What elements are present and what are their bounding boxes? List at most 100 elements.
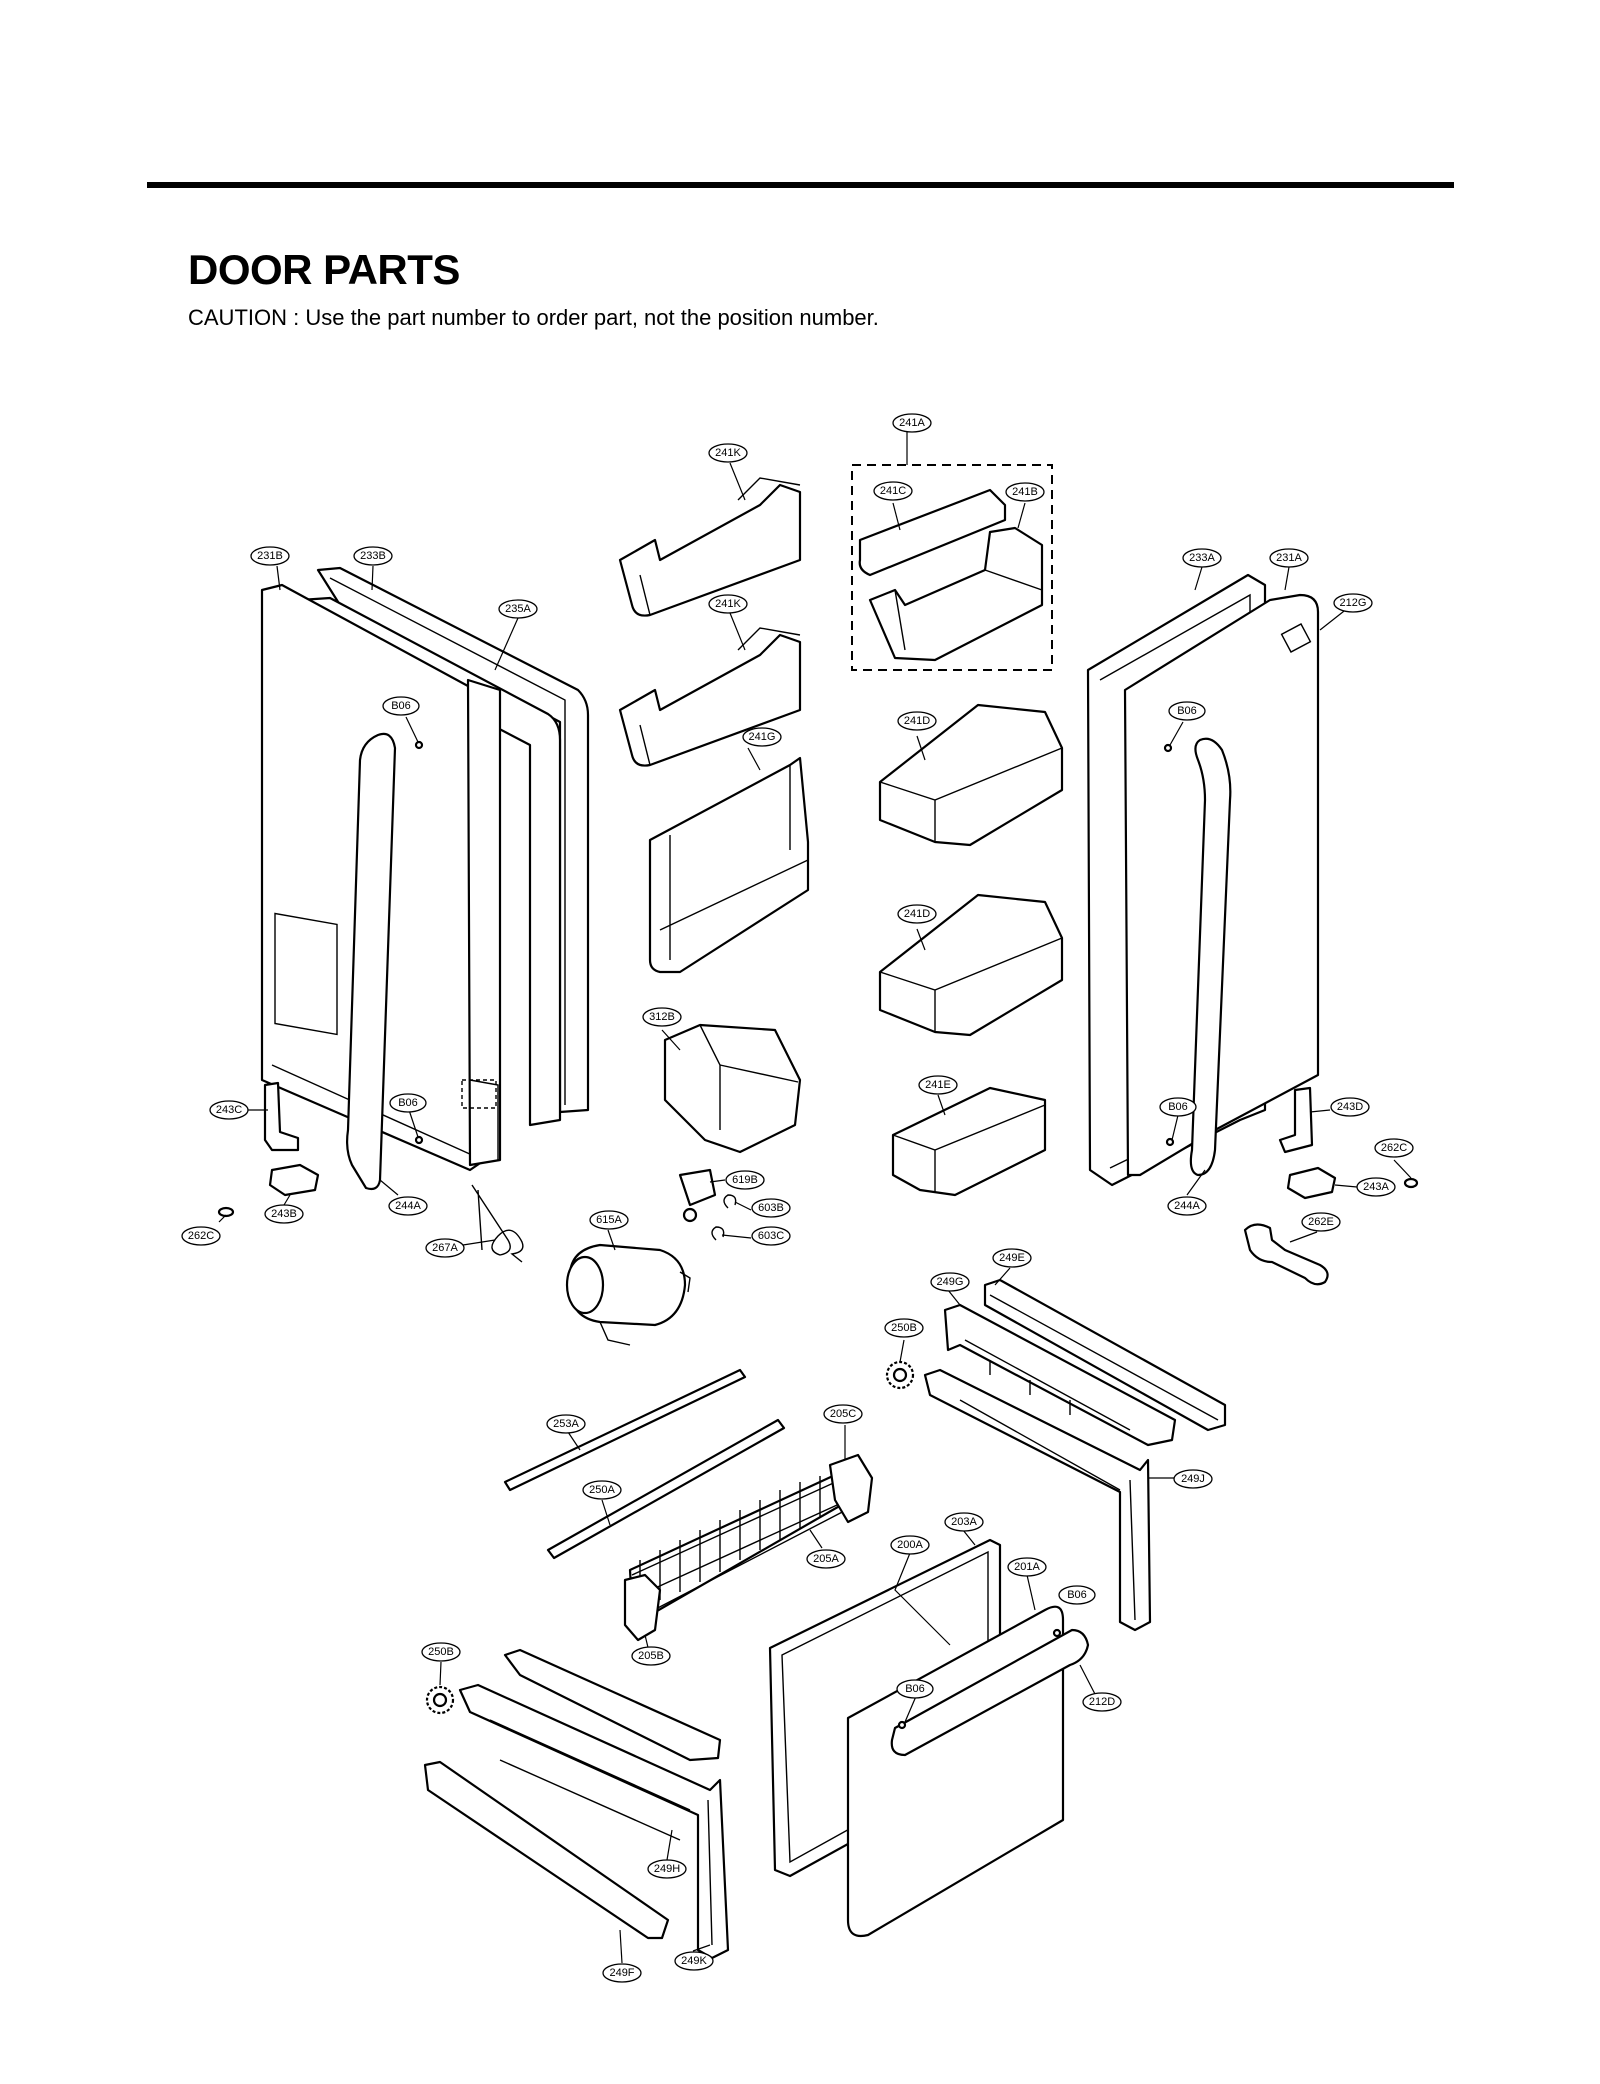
- svg-text:241A: 241A: [899, 417, 925, 429]
- svg-text:244A: 244A: [1174, 1200, 1200, 1212]
- label-b06-l2: B06: [389, 1093, 427, 1113]
- bin-241B: [868, 526, 1044, 662]
- label-253A: 253A: [546, 1414, 586, 1434]
- label-212G: 212G: [1333, 593, 1373, 613]
- gear-250B-top: [885, 1360, 915, 1390]
- svg-text:243D: 243D: [1337, 1101, 1363, 1113]
- svg-text:615A: 615A: [596, 1214, 622, 1226]
- label-b06-r2: B06: [1159, 1097, 1197, 1117]
- label-241G: 241G: [742, 727, 782, 747]
- label-267A: 267A: [425, 1238, 465, 1258]
- drawer-handle-212D: [890, 1628, 1090, 1757]
- label-249K: 249K: [674, 1951, 714, 1971]
- label-244A-right: 244A: [1167, 1196, 1207, 1216]
- svg-text:249G: 249G: [937, 1276, 964, 1288]
- svg-text:241D: 241D: [904, 908, 930, 920]
- label-243A: 243A: [1356, 1177, 1396, 1197]
- left-door-handle-244A: [346, 732, 397, 1191]
- svg-text:262C: 262C: [1381, 1142, 1407, 1154]
- label-262C-right: 262C: [1374, 1138, 1414, 1158]
- svg-text:205B: 205B: [638, 1650, 664, 1662]
- svg-text:249J: 249J: [1181, 1473, 1205, 1485]
- page-title: DOOR PARTS: [188, 246, 460, 293]
- label-262E: 262E: [1301, 1212, 1341, 1232]
- hinge-243D: [1278, 1086, 1314, 1154]
- svg-text:250B: 250B: [891, 1322, 917, 1334]
- svg-text:243A: 243A: [1363, 1181, 1389, 1193]
- door-hinge-flap-235A: [461, 678, 502, 1167]
- bracket-205C: [828, 1453, 874, 1524]
- svg-text:262C: 262C: [188, 1230, 214, 1242]
- svg-text:200A: 200A: [897, 1539, 923, 1551]
- svg-text:262E: 262E: [1308, 1216, 1334, 1228]
- screw-b06-r1: [1163, 743, 1173, 753]
- hinge-243C: [263, 1081, 300, 1152]
- svg-text:241E: 241E: [925, 1079, 951, 1091]
- label-250B-top: 250B: [884, 1318, 924, 1338]
- spring-267A: [471, 1184, 524, 1263]
- svg-text:235A: 235A: [505, 603, 531, 615]
- leader-lines: [218, 432, 1412, 1964]
- left-door-liner: [298, 596, 562, 1127]
- label-249E: 249E: [992, 1248, 1032, 1268]
- valve-619B: [678, 1168, 717, 1223]
- label-250B-bottom: 250B: [421, 1642, 461, 1662]
- bin-241E: [891, 1086, 1047, 1197]
- svg-text:233B: 233B: [360, 550, 386, 562]
- svg-text:B06: B06: [391, 700, 411, 712]
- label-212D: 212D: [1082, 1692, 1122, 1712]
- svg-text:231B: 231B: [257, 550, 283, 562]
- label-b06-l1: B06: [382, 696, 420, 716]
- label-249G: 249G: [930, 1272, 970, 1292]
- label-262C-left: 262C: [181, 1226, 221, 1246]
- bin-241C-cover: [858, 488, 1007, 577]
- label-241A: 241A: [892, 413, 932, 433]
- svg-text:250B: 250B: [428, 1646, 454, 1658]
- svg-text:205C: 205C: [830, 1408, 856, 1420]
- svg-text:241K: 241K: [715, 598, 741, 610]
- screw-b06-d1: [1052, 1628, 1062, 1638]
- label-249J: 249J: [1173, 1469, 1213, 1489]
- label-244A-left: 244A: [388, 1196, 428, 1216]
- svg-text:233A: 233A: [1189, 552, 1215, 564]
- bin-241K-upper: [618, 477, 802, 617]
- svg-text:267A: 267A: [432, 1242, 458, 1254]
- rail-249F: [423, 1760, 670, 1940]
- strip-250A: [546, 1418, 786, 1560]
- label-615A: 615A: [589, 1210, 629, 1230]
- label-201A: 201A: [1007, 1557, 1047, 1577]
- caution-note: CAUTION : Use the part number to order p…: [188, 305, 879, 330]
- label-250A: 250A: [582, 1480, 622, 1500]
- svg-text:241B: 241B: [1012, 486, 1038, 498]
- label-241K-mid: 241K: [708, 594, 748, 614]
- label-b06-d2: B06: [896, 1679, 934, 1699]
- label-243C: 243C: [209, 1100, 249, 1120]
- label-235A: 235A: [498, 599, 538, 619]
- screw-b06-r2: [1165, 1137, 1175, 1147]
- svg-text:B06: B06: [1168, 1101, 1188, 1113]
- svg-text:B06: B06: [1067, 1589, 1087, 1601]
- screw-b06-l1: [414, 740, 424, 750]
- label-241E: 241E: [918, 1075, 958, 1095]
- bin-241G: [648, 756, 810, 974]
- svg-text:603C: 603C: [758, 1230, 784, 1242]
- label-619B: 619B: [725, 1170, 765, 1190]
- right-door-handle-244A: [1189, 737, 1232, 1177]
- label-203A: 203A: [944, 1512, 984, 1532]
- rail-249G: [943, 1303, 1177, 1447]
- svg-text:231A: 231A: [1276, 552, 1302, 564]
- label-241D-upper: 241D: [897, 711, 937, 731]
- svg-text:249F: 249F: [609, 1967, 634, 1979]
- svg-text:212D: 212D: [1089, 1696, 1115, 1708]
- bin-312B: [663, 1023, 802, 1154]
- svg-text:B06: B06: [398, 1097, 418, 1109]
- screw-b06-l2: [414, 1135, 424, 1145]
- svg-text:243B: 243B: [271, 1208, 297, 1220]
- label-205A: 205A: [806, 1549, 846, 1569]
- svg-text:241D: 241D: [904, 715, 930, 727]
- strip-253A: [503, 1368, 747, 1492]
- label-241B: 241B: [1005, 482, 1045, 502]
- svg-text:250A: 250A: [589, 1484, 615, 1496]
- hinge-243A: [1286, 1166, 1337, 1200]
- svg-text:603B: 603B: [758, 1202, 784, 1214]
